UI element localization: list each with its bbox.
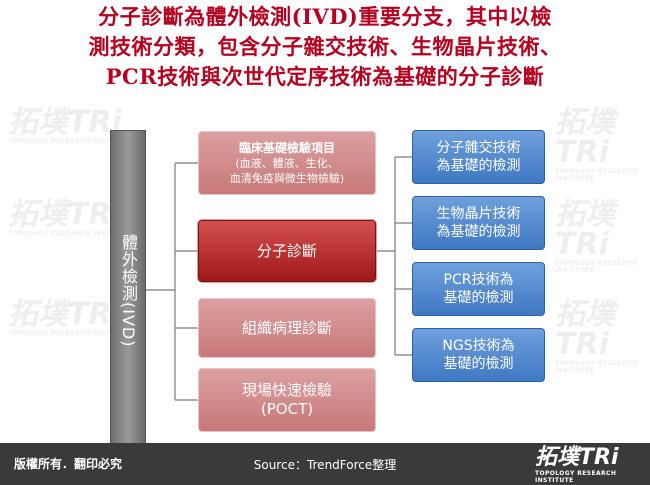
source-credit: Source：TrendForce整理 [253,458,397,472]
copyright-notice: 版權所有．翻印必究 [14,457,123,471]
branch-label: 現場快速檢驗 (POCT) [241,381,332,418]
subbranch-label: PCR技術為 基礎的檢測 [443,272,514,306]
root-node-ivd: 體外檢測(IVD) [110,130,146,452]
logo-tagline: TOPOLOGY RESEARCH INSTITUTE [535,470,617,484]
logo-text: 拓墣TRi [535,445,619,470]
title-line-3: PCR技術與次世代定序技術為基礎的分子診斷 [105,64,545,89]
slide-title: 分子診斷為體外檢測(IVD)重要分支，其中以檢 測技術分類，包含分子雜交技術、生… [0,2,650,92]
subbranch-label: 生物晶片技術 為基礎的檢測 [436,206,521,240]
subbranch-label: NGS技術為 基礎的檢測 [442,338,515,372]
branch-histopathology: 組織病理診斷 [198,298,376,358]
branch-poct: 現場快速檢驗 (POCT) [198,368,376,432]
branch-molecular-diagnostics: 分子診斷 [198,220,376,282]
root-node-label: 體外檢測(IVD) [119,234,138,348]
subbranch-pcr: PCR技術為 基礎的檢測 [412,262,545,316]
branch-label: 分子診斷 [256,241,317,260]
title-line-2: 測技術分類，包含分子雜交技術、生物晶片技術、 [88,34,562,59]
tri-logo: 拓墣TRi TOPOLOGY RESEARCH INSTITUTE [535,445,650,485]
footer-bar: 版權所有．翻印必究 Source：TrendForce整理 拓墣TRi TOPO… [0,443,650,485]
title-line-1: 分子診斷為體外檢測(IVD)重要分支，其中以檢 [98,4,552,29]
branch-sublabel: (血液、體液、生化、 血清免疫與微生物檢驗) [229,157,345,185]
branch-clinical-tests: 臨床基礎檢驗項目 (血液、體液、生化、 血清免疫與微生物檢驗) [198,131,376,195]
branch-label: 臨床基礎檢驗項目 [238,141,335,155]
branch-label: 組織病理診斷 [241,318,332,337]
subbranch-biochip: 生物晶片技術 為基礎的檢測 [412,196,545,250]
subbranch-ngs: NGS技術為 基礎的檢測 [412,328,545,382]
subbranch-label: 分子雜交技術 為基礎的檢測 [436,140,521,174]
subbranch-hybridization: 分子雜交技術 為基礎的檢測 [412,130,545,184]
